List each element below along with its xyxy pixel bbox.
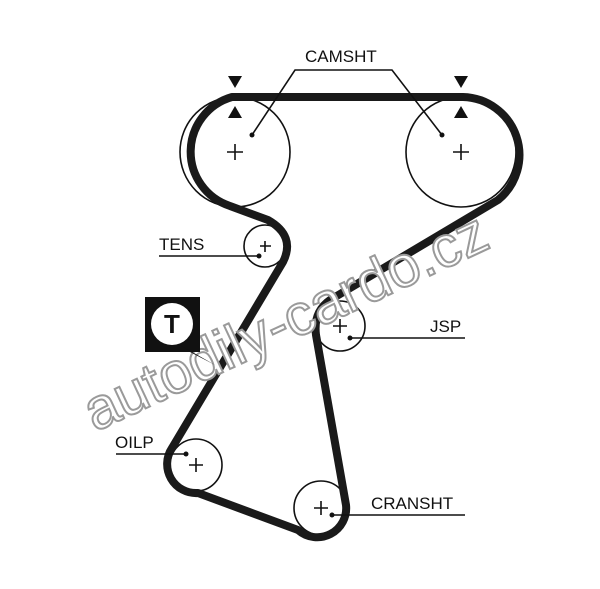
label-tensioner: TENS bbox=[159, 235, 204, 254]
camshaft-leader bbox=[251, 69, 443, 136]
center-marks bbox=[189, 144, 469, 515]
tensioner-badge-icon: T bbox=[145, 297, 215, 365]
timing-belt bbox=[163, 93, 524, 542]
badge-letter: T bbox=[164, 309, 180, 339]
label-camshaft: CAMSHT bbox=[305, 47, 377, 66]
label-oil-pump: OILP bbox=[115, 433, 154, 452]
label-crankshaft: CRANSHT bbox=[371, 494, 453, 513]
timing-mark-icons bbox=[228, 76, 468, 118]
label-water-pump: JSP bbox=[430, 317, 461, 336]
